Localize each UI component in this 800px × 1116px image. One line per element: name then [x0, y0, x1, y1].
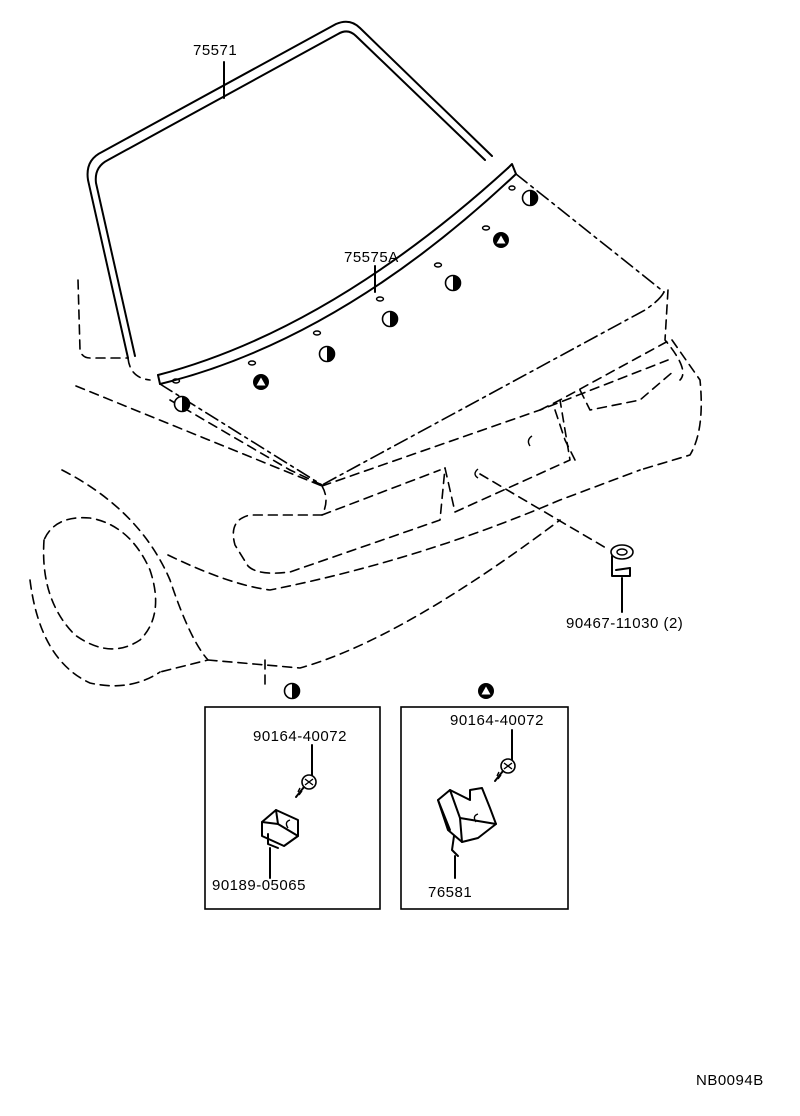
screw-icon	[494, 758, 516, 782]
label-screw-triangle: 90164-40072	[450, 712, 544, 729]
drawing-code: NB0094B	[696, 1072, 764, 1089]
label-90467-11030: 90467-11030 (2)	[566, 615, 683, 632]
label-75575A: 75575A	[344, 249, 399, 266]
upper-windshield-moulding	[86, 20, 493, 359]
detail-box-half-circle: 90164-40072 90189-05065	[204, 682, 381, 910]
moulding-clip-markers	[173, 189, 539, 413]
screw-icon	[295, 774, 317, 798]
clip-icon-76581	[437, 787, 497, 857]
trunk-clip-90467	[479, 473, 634, 613]
label-clip-half-circle: 90189-05065	[212, 877, 306, 894]
car-body-outline	[29, 279, 703, 691]
label-75571: 75571	[193, 42, 237, 59]
detail-box-triangle: 90164-40072 76581	[400, 683, 569, 910]
label-clip-triangle: 76581	[428, 884, 472, 901]
label-screw-half-circle: 90164-40072	[253, 728, 347, 745]
clip-icon-90189	[261, 809, 299, 849]
lower-windshield-moulding	[157, 163, 517, 385]
